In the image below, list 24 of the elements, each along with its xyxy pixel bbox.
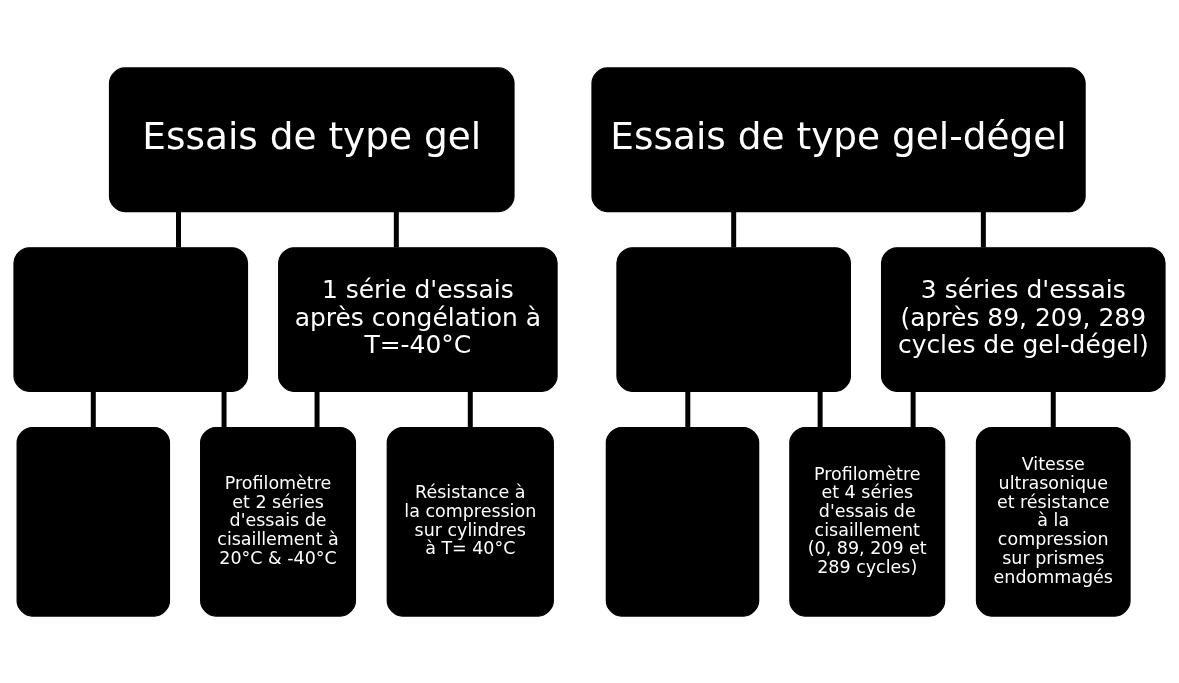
connector bbox=[910, 390, 916, 427]
node-box: Profilomètre et 2 séries d'essais de cisaillement à 20°C & -40°C bbox=[200, 426, 357, 617]
node-box bbox=[13, 246, 249, 392]
node-box: Résistance à la compression sur cylindres à T= 40°C bbox=[386, 426, 554, 617]
connector bbox=[467, 390, 473, 427]
node-box bbox=[16, 426, 171, 617]
connector bbox=[685, 390, 691, 427]
connector bbox=[1050, 390, 1056, 427]
connector bbox=[221, 390, 227, 427]
connector bbox=[90, 390, 96, 427]
node-box: Profilomètre et 4 séries d'essais de cisaillement (0, 89, 209 et 289 cycles) bbox=[789, 426, 946, 617]
node-box: Essais de type gel bbox=[108, 66, 515, 212]
node-box: Vitesse ultrasonique et résistance à la compression sur prismes endommagés bbox=[975, 426, 1131, 617]
connector bbox=[393, 211, 399, 247]
node-box: Essais de type gel-dégel bbox=[591, 66, 1086, 212]
connector bbox=[817, 390, 823, 427]
node-box bbox=[605, 426, 760, 617]
node-box: 3 séries d'essais (après 89, 209, 289 cycles de gel-dégel) bbox=[881, 246, 1166, 392]
connector bbox=[176, 211, 181, 247]
node-box: 1 série d'essais après congélation à T=-40°C bbox=[278, 246, 558, 392]
connector bbox=[980, 211, 986, 247]
connector bbox=[731, 211, 737, 247]
connector bbox=[314, 390, 320, 427]
node-box bbox=[616, 246, 852, 392]
